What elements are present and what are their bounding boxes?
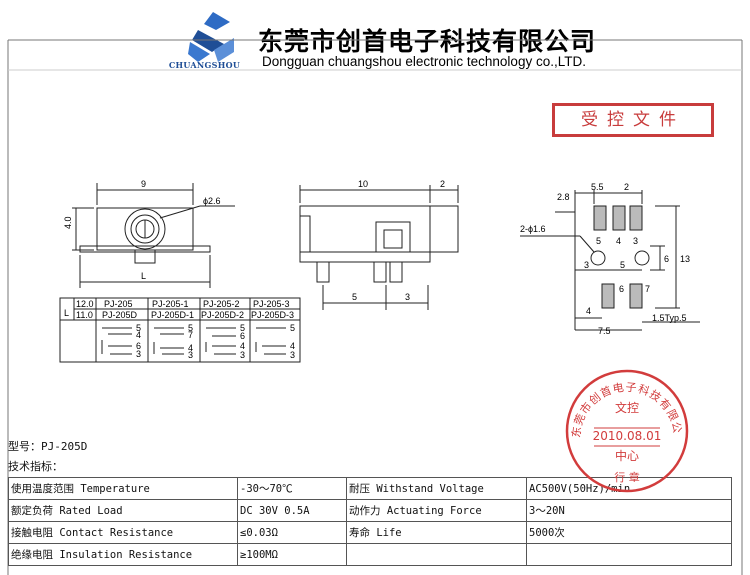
pcb-layout [520, 190, 700, 331]
variant-cell-r0-c0: 12.0 [76, 299, 94, 309]
spec-table: 使用温度范围 Temperature -30～70℃ 耐压 Withstand … [8, 477, 732, 566]
side-view [299, 185, 459, 310]
pad-label-5: 5 [596, 236, 601, 246]
schem-pin: 6 [136, 341, 141, 351]
variant-cell-r1-c4: PJ-205D-3 [251, 310, 294, 320]
model-line: 型号：PJ-205D [8, 440, 88, 453]
seal-top-text: 文控 [615, 400, 639, 415]
pcb-dim-mid2: 5 [620, 260, 625, 270]
pcb-dim-mid1: 3 [584, 260, 589, 270]
schem-pin: 3 [290, 350, 295, 360]
seal-bottom-text: 行 章 [614, 470, 640, 484]
pad-label-7: 7 [645, 284, 650, 294]
spec-cell: 使用温度范围 Temperature [8, 477, 238, 500]
variant-table-label-l: L [64, 308, 69, 318]
spec-cell [346, 543, 527, 566]
seal-date: 2010.08.01 [593, 429, 662, 443]
pcb-dim-bottom2: 7.5 [598, 326, 611, 336]
pcb-dim-top2: 5.5 [591, 182, 604, 192]
front-label-l: L [141, 271, 146, 281]
spec-cell: 耐压 Withstand Voltage [346, 477, 527, 500]
company-name-en: Dongguan chuangshou electronic technolog… [262, 54, 586, 69]
schem-pin: 6 [240, 331, 245, 341]
spec-cell: -30～70℃ [237, 477, 347, 500]
front-view [72, 183, 235, 288]
front-dim-height: 4.0 [63, 216, 73, 229]
logo-text: CHUANGSHOU [168, 60, 241, 70]
schem-pin: 4 [240, 341, 245, 351]
pad-label-3: 3 [633, 236, 638, 246]
side-dim-pin1: 5 [352, 292, 357, 302]
pcb-dim-bottom1: 4 [586, 306, 591, 316]
spec-cell: AC500V(50Hz)/min [526, 477, 732, 500]
side-dim-length: 10 [358, 179, 368, 189]
schem-pin: 3 [240, 350, 245, 360]
schem-pin: 3 [136, 349, 141, 359]
table-row: 使用温度范围 Temperature -30～70℃ 耐压 Withstand … [8, 477, 732, 500]
pcb-dim-typ: 1.5Typ.5 [652, 313, 687, 323]
spec-cell: 5000次 [526, 521, 732, 544]
variant-cell-r1-c0: 11.0 [76, 310, 93, 320]
variant-table [59, 297, 301, 363]
front-dim-hole: ϕ2.6 [203, 196, 221, 206]
spec-cell: 动作力 Actuating Force [346, 499, 527, 522]
variant-cell-r0-c3: PJ-205-2 [203, 299, 240, 309]
table-row: 接触电阻 Contact Resistance ≤0.03Ω 寿命 Life 5… [8, 521, 732, 544]
spec-cell: ≤0.03Ω [237, 521, 347, 544]
variant-cell-r0-c1: PJ-205 [104, 299, 133, 309]
variant-cell-r0-c4: PJ-205-3 [253, 299, 290, 309]
spec-cell: 额定负荷 Rated Load [8, 499, 238, 522]
side-dim-tail: 2 [440, 179, 445, 189]
pcb-hole-label: 2-ϕ1.6 [520, 224, 546, 234]
schem-pin: 5 [240, 323, 245, 333]
pcb-dim-right1: 6 [664, 254, 669, 264]
table-row: 额定负荷 Rated Load DC 30V 0.5A 动作力 Actuatin… [8, 499, 732, 522]
front-dim-width: 9 [141, 179, 146, 189]
schem-pin: 5 [136, 323, 141, 333]
pcb-dim-top3: 2 [624, 182, 629, 192]
schem-pin: 4 [136, 330, 141, 340]
spec-cell: ≥100MΩ [237, 543, 347, 566]
schem-pin: 4 [188, 343, 193, 353]
variant-cell-r1-c3: PJ-205D-2 [201, 310, 244, 320]
spec-cell: 3～20N [526, 499, 732, 522]
spec-cell: 寿命 Life [346, 521, 527, 544]
variant-cell-r1-c1: PJ-205D [102, 310, 138, 320]
spec-cell: 接触电阻 Contact Resistance [8, 521, 238, 544]
schem-pin: 3 [188, 350, 193, 360]
spec-cell [526, 543, 732, 566]
table-row: 绝缘电阻 Insulation Resistance ≥100MΩ [8, 543, 732, 566]
pad-label-4: 4 [616, 236, 621, 246]
spec-heading: 技术指标： [8, 460, 63, 473]
schem-pin: 4 [290, 341, 295, 351]
pcb-dim-top1: 2.8 [557, 192, 570, 202]
variant-cell-r1-c2: PJ-205D-1 [151, 310, 194, 320]
schem-pin: 5 [188, 323, 193, 333]
controlled-document-stamp: 受控文件 [552, 103, 714, 137]
schem-pin: 5 [290, 323, 295, 333]
spec-cell: 绝缘电阻 Insulation Resistance [8, 543, 238, 566]
schem-pin: 7 [188, 330, 193, 340]
variant-cell-r0-c2: PJ-205-1 [152, 299, 189, 309]
pad-label-6: 6 [619, 284, 624, 294]
spec-cell: DC 30V 0.5A [237, 499, 347, 522]
seal-center-text: 中心 [615, 448, 639, 463]
pcb-dim-right2: 13 [680, 254, 690, 264]
company-name-cn: 东莞市创首电子科技有限公司 [258, 27, 597, 56]
side-dim-pin2: 3 [405, 292, 410, 302]
official-seal-icon: 东莞市创首电子科技有限公司 文控 2010.08.01 中心 行 章 [564, 368, 689, 493]
company-logo-icon [188, 12, 234, 62]
